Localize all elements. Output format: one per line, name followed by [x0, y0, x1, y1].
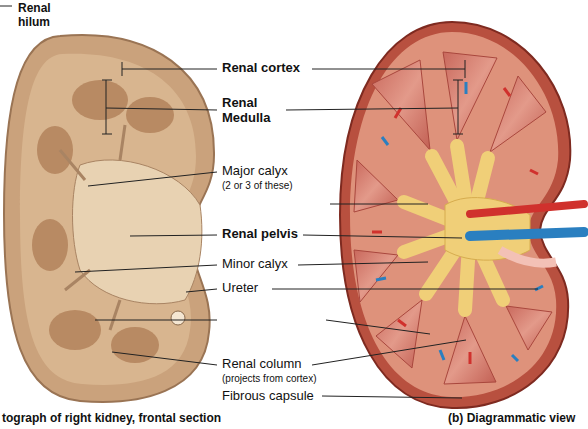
- note-label: (2 or 3 of these): [222, 180, 293, 192]
- part-label: Renal column: [222, 357, 302, 372]
- part-label: Major calyx: [222, 164, 288, 179]
- photo-kidney: [4, 35, 214, 402]
- part-label: Minor calyx: [222, 257, 288, 272]
- caption-label: tograph of right kidney, frontal section: [2, 412, 221, 426]
- part-label: Fibrous capsule: [222, 389, 314, 404]
- part-label: Ureter: [222, 281, 258, 296]
- part-label: Renal cortex: [222, 61, 300, 76]
- leader-lines: [0, 6, 538, 398]
- part-label: Renal Medulla: [222, 96, 284, 126]
- part-label: Renal pelvis: [222, 227, 298, 242]
- part-label: Renal hilum: [16, 2, 64, 30]
- note-label: (projects from cortex): [222, 373, 316, 385]
- caption-label: (b) Diagrammatic view: [448, 412, 575, 426]
